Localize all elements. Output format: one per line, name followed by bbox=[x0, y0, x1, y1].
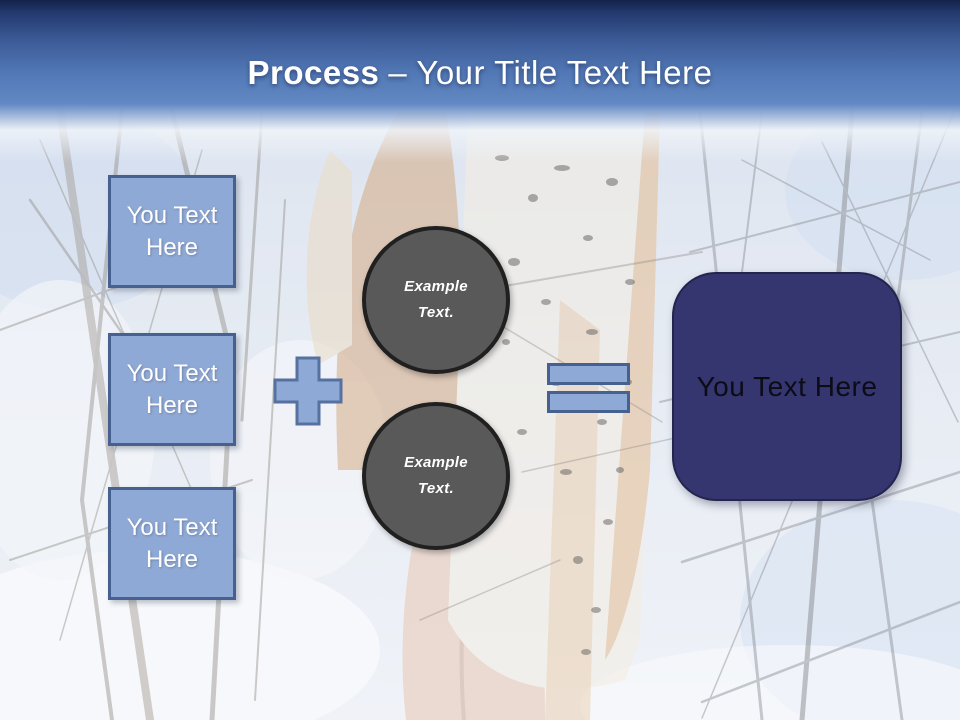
plus-icon bbox=[273, 356, 343, 426]
input-box-1: You Text Here bbox=[108, 175, 236, 288]
result-box: You Text Here bbox=[672, 272, 902, 501]
equals-icon bbox=[546, 361, 632, 415]
process-circle-1-label: Example Text. bbox=[404, 277, 468, 321]
input-box-2-label: You Text Here bbox=[126, 359, 218, 419]
input-box-3: You Text Here bbox=[108, 487, 236, 600]
title-band bbox=[0, 0, 960, 104]
input-box-2: You Text Here bbox=[108, 333, 236, 446]
slide-title-keyword: Process bbox=[247, 54, 380, 91]
process-circle-2-label: Example Text. bbox=[404, 453, 468, 497]
input-box-1-label: You Text Here bbox=[126, 201, 218, 261]
slide-title-subtitle: – Your Title Text Here bbox=[388, 54, 713, 91]
input-box-3-label: You Text Here bbox=[126, 513, 218, 573]
process-circle-1: Example Text. bbox=[362, 226, 510, 374]
result-box-label: You Text Here bbox=[696, 370, 878, 402]
slide-title: Process– Your Title Text Here bbox=[0, 54, 960, 92]
process-circle-2: Example Text. bbox=[362, 402, 510, 550]
